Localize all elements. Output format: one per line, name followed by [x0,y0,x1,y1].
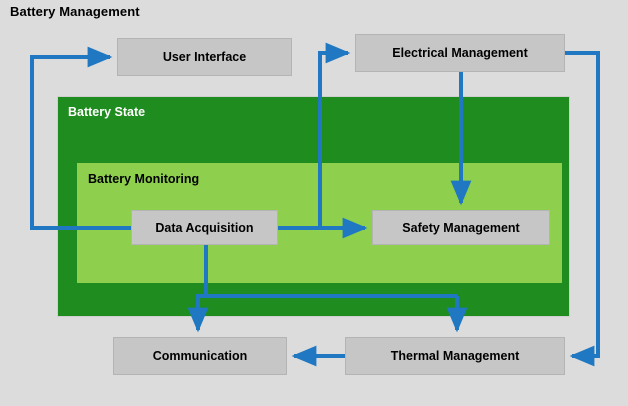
node-user-interface[interactable]: User Interface [117,38,292,76]
node-communication[interactable]: Communication [113,337,287,375]
node-data-acquisition[interactable]: Data Acquisition [131,210,278,245]
group-label-battery-state: Battery State [68,105,146,119]
page-title: Battery Management [10,4,140,19]
group-label-battery-monitoring: Battery Monitoring [88,172,200,186]
node-electrical-management[interactable]: Electrical Management [355,34,565,72]
node-safety-management[interactable]: Safety Management [372,210,550,245]
node-thermal-management[interactable]: Thermal Management [345,337,565,375]
